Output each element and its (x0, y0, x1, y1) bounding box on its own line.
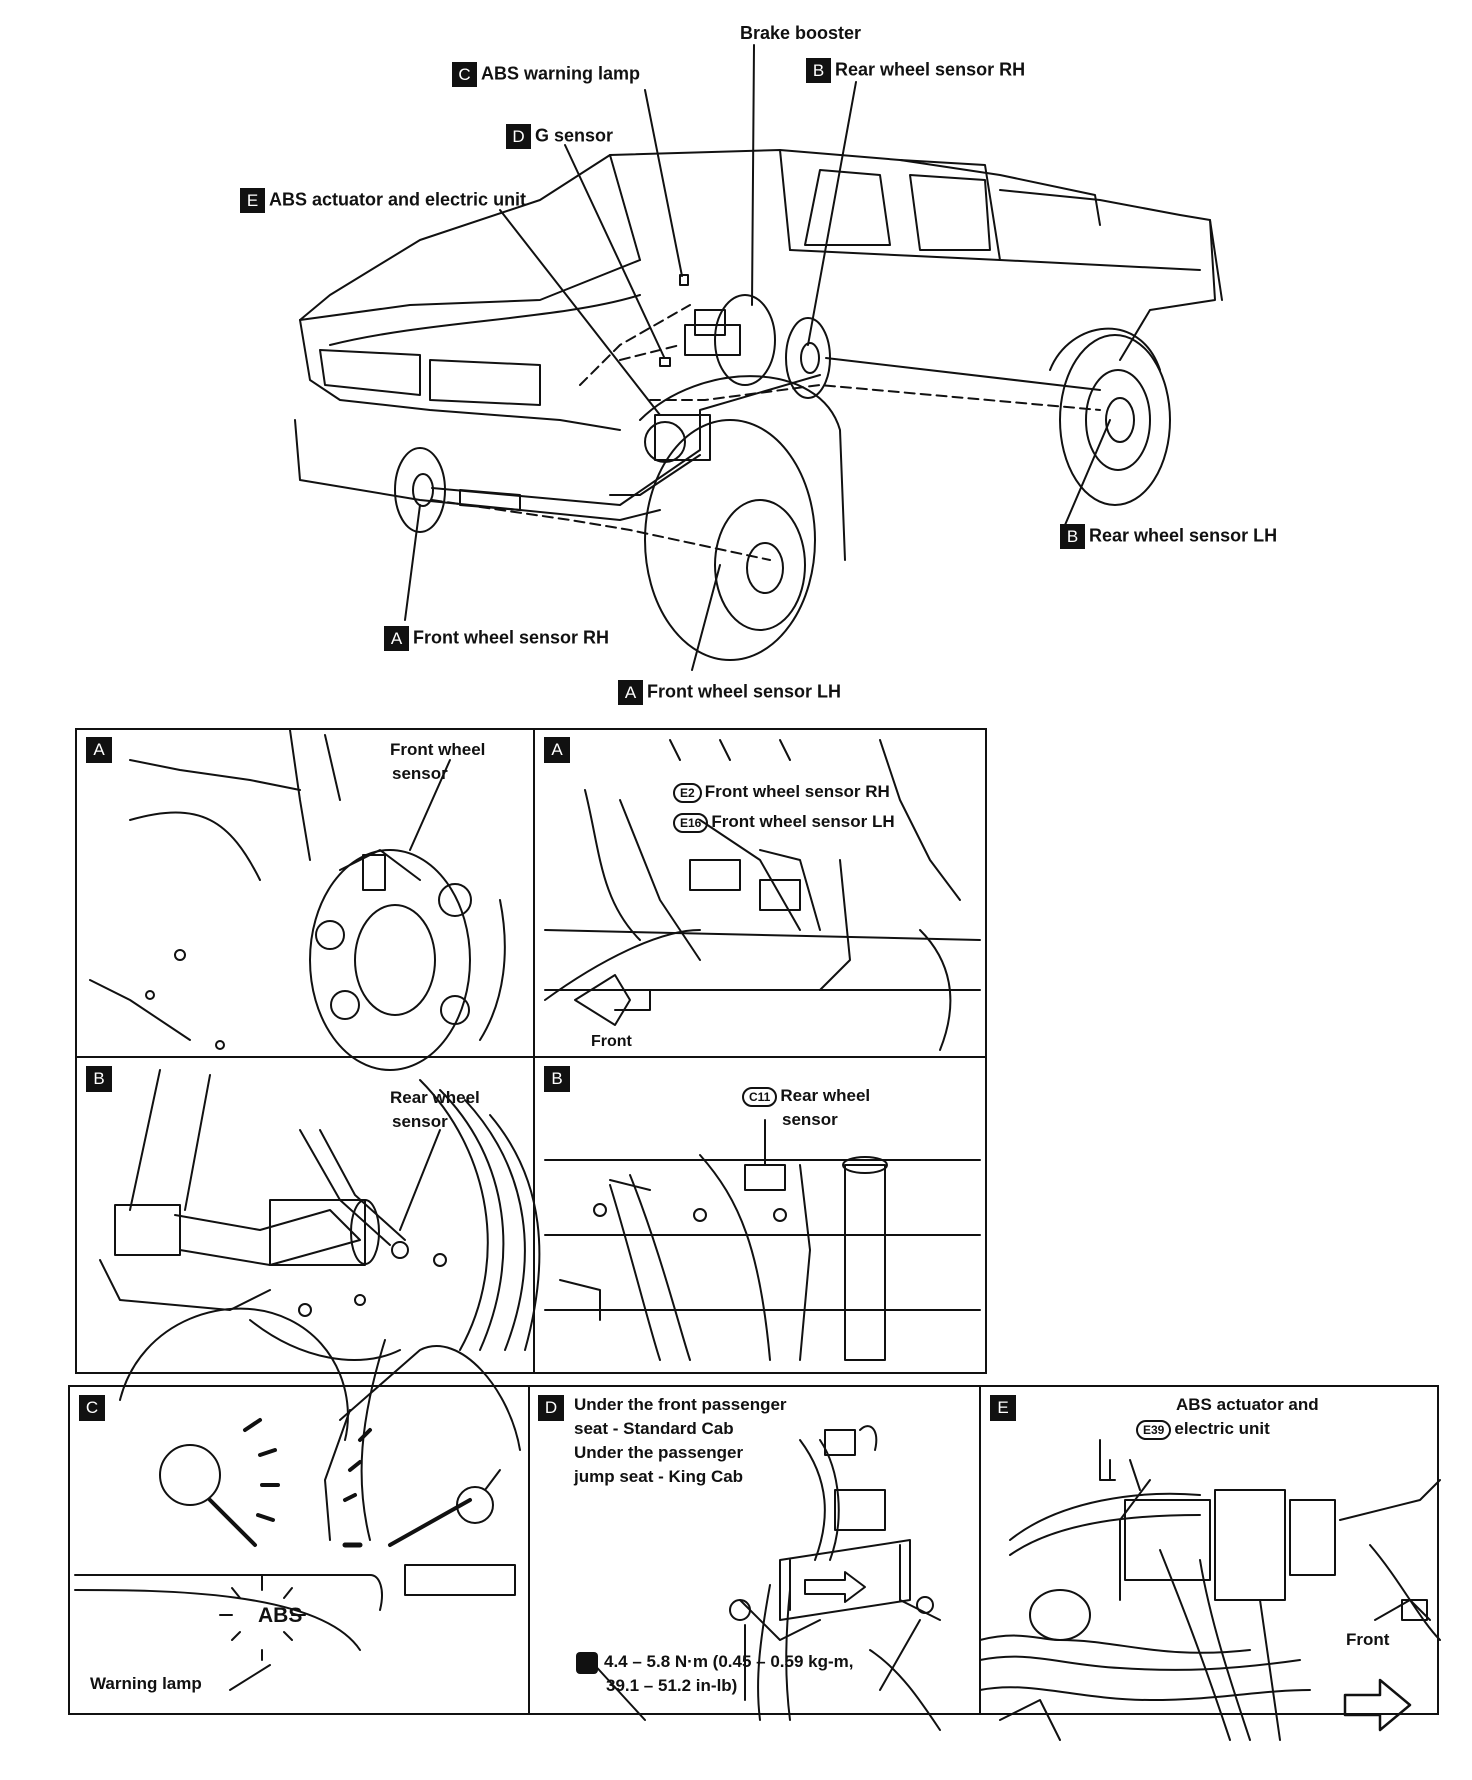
connector-e16: E16 (673, 812, 709, 833)
warning-lamp-label: Warning lamp (90, 1674, 202, 1693)
abs-actuator-text: ABS actuator and electric unit (269, 189, 527, 210)
front-wheel-sensor-rh-text: Front wheel sensor RH (413, 627, 610, 648)
panel-a1-art (89, 729, 506, 1071)
tag-c: C (452, 62, 477, 87)
panel-d-line1: Under the front passenger (574, 1395, 787, 1414)
panel-a2 (533, 728, 987, 1058)
tag-e: E (240, 188, 265, 213)
tag-a: A (384, 626, 409, 651)
torque-spec: 4.4 – 5.8 N·m (0.45 – 0.59 kg-m, 39.1 – … (576, 1650, 853, 1698)
panel-c (68, 1385, 530, 1715)
panel-e-art (979, 1439, 1441, 1741)
front-wheel-sensor-lh-text: Front wheel sensor LH (647, 681, 842, 702)
panel-b2 (533, 1056, 987, 1374)
panel-d-line3: Under the passenger (574, 1443, 744, 1462)
torque-line2: 39.1 – 51.2 in-lb) (606, 1676, 738, 1695)
panel-b1-tag: B (86, 1066, 112, 1092)
panel-b2-tag: B (544, 1066, 570, 1092)
panel-a2-tag: A (544, 737, 570, 763)
torque-wrench-icon (576, 1651, 598, 1674)
rear-wheel-sensor-rh-text: Rear wheel sensor RH (835, 59, 1026, 80)
abs-lamp-text: ABS (258, 1604, 303, 1627)
panel-d-tag: D (538, 1395, 564, 1421)
panel-b2-art (544, 1119, 981, 1361)
g-sensor-text: G sensor (535, 125, 614, 146)
panel-d-text: Under the front passenger seat - Standar… (574, 1393, 787, 1489)
connector-e2: E2 (673, 782, 702, 803)
panel-b2-label-line2: sensor (782, 1110, 838, 1129)
panel-a2-conn2-text: Front wheel sensor LH (711, 812, 895, 831)
truck-illustration (294, 44, 1223, 671)
tag-b: B (806, 58, 831, 83)
panel-a2-conn1-text: Front wheel sensor RH (704, 782, 890, 801)
panel-b1-label: Rear wheel sensor (390, 1086, 480, 1134)
connector-c11: C11 (742, 1086, 778, 1107)
panel-a2-art (544, 739, 981, 1051)
panel-b2-label-line1: Rear wheel (780, 1086, 871, 1105)
tag-b: B (1060, 524, 1085, 549)
panel-c-tag: C (79, 1395, 105, 1421)
rear-wheel-sensor-lh-text: Rear wheel sensor LH (1089, 525, 1278, 546)
connector-e39: E39 (1136, 1419, 1172, 1440)
panel-a1-label-line1: Front wheel (390, 740, 486, 759)
panel-e-front-label: Front (1346, 1630, 1390, 1649)
panel-b1-art (99, 1069, 541, 1361)
panel-c-art (74, 1307, 521, 1691)
brake-booster-label: Brake booster (740, 23, 862, 43)
panel-d-art (589, 1425, 941, 1731)
panel-a1-tag: A (86, 737, 112, 763)
panel-a1-label: Front wheel sensor (390, 738, 485, 786)
tag-a: A (618, 680, 643, 705)
panel-d-line4: jump seat - King Cab (574, 1467, 744, 1486)
panel-e-line1: ABS actuator and (1176, 1395, 1319, 1414)
panel-b1-label-line1: Rear wheel (390, 1088, 480, 1107)
panel-d-line2: seat - Standard Cab (574, 1419, 734, 1438)
panel-a1-label-line2: sensor (392, 764, 448, 783)
abs-warning-lamp-text: ABS warning lamp (481, 63, 641, 84)
panel-b1-label-line2: sensor (392, 1112, 448, 1131)
panel-e-tag: E (990, 1395, 1016, 1421)
tag-d: D (506, 124, 531, 149)
panel-a2-front-label: Front (591, 1033, 632, 1050)
panel-e-line2: electric unit (1174, 1419, 1270, 1438)
torque-line1: 4.4 – 5.8 N·m (0.45 – 0.59 kg-m, (604, 1652, 854, 1671)
panel-e (979, 1385, 1439, 1715)
